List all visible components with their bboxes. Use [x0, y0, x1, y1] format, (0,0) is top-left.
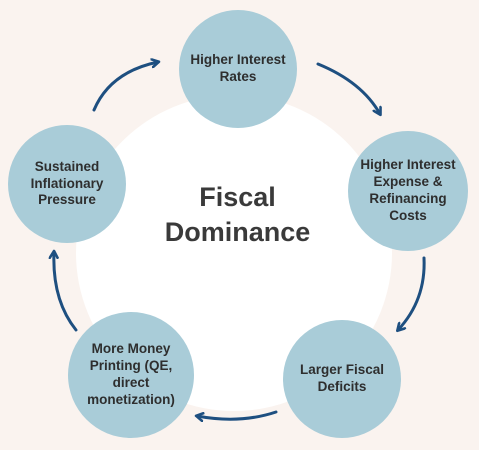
- center-title: Fiscal Dominance: [164, 182, 311, 248]
- arrow-inflation-to-rates: [92, 62, 158, 112]
- arrow-printing-to-inflation: [54, 252, 78, 332]
- node-label: More Money Printing (QE, direct monetiza…: [87, 341, 175, 407]
- arrow-rates-to-expense: [316, 62, 380, 114]
- node-higher-interest-expense: Higher Interest Expense & Refinancing Co…: [348, 131, 468, 251]
- node-label: Higher Interest Expense & Refinancing Co…: [360, 157, 456, 223]
- node-sustained-inflationary-pressure: Sustained Inflationary Pressure: [8, 125, 126, 243]
- node-more-money-printing: More Money Printing (QE, direct monetiza…: [68, 312, 194, 438]
- node-label: Sustained Inflationary Pressure: [30, 158, 104, 208]
- arrow-expense-to-deficits: [398, 256, 426, 330]
- node-larger-fiscal-deficits: Larger Fiscal Deficits: [283, 320, 401, 438]
- node-label: Larger Fiscal Deficits: [299, 362, 385, 394]
- node-higher-interest-rates: Higher Interest Rates: [179, 10, 297, 128]
- node-label: Higher Interest Rates: [190, 52, 286, 84]
- arrow-deficits-to-printing: [197, 410, 278, 419]
